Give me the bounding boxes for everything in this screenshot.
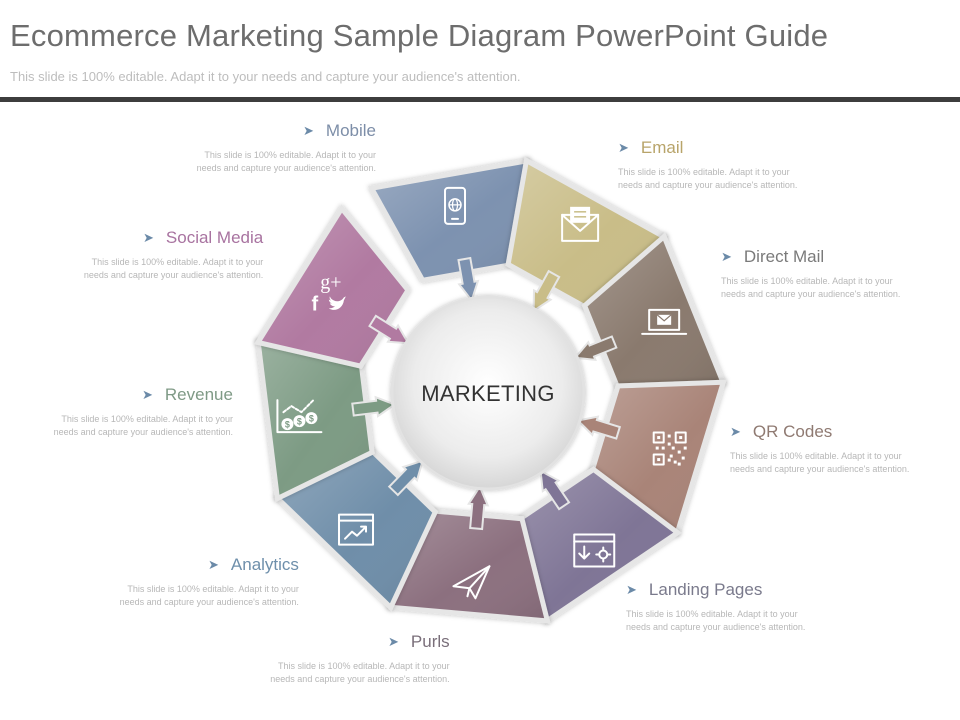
desc-line: This slide is 100% editable. Adapt it to… [721,276,893,286]
label-social-media-title: Social Media [165,228,264,247]
desc-line: needs and capture your audience's attent… [83,270,264,280]
money-bags-chart-icon: $ $ $ [276,399,323,434]
label-direct-mail-desc: This slide is 100% editable. Adapt it to… [721,275,900,301]
label-mobile-title: Mobile [325,121,376,140]
page-title: Ecommerce Marketing Sample Diagram Power… [10,18,829,53]
paper-plane-icon [452,565,491,600]
desc-line: This slide is 100% editable. Adapt it to… [127,584,299,594]
web-page-settings-icon [573,533,616,568]
chevron-right-icon: ➤ [208,557,219,572]
svg-text:$: $ [285,420,290,430]
label-analytics: ➤ Analytics This slide is 100% editable. … [120,555,299,609]
segment-arrow [368,314,411,345]
label-landing-pages-title: Landing Pages [648,580,763,599]
segment-social-media: g+f [253,204,412,369]
desc-line: needs and capture your audience's attent… [270,674,450,684]
chevron-right-icon: ➤ [721,249,732,264]
qr-code-icon [652,431,687,466]
svg-text:$: $ [309,414,314,424]
chevron-right-icon: ➤ [303,123,314,138]
desc-line: This slide is 100% editable. Adapt it to… [278,661,450,671]
desc-line: This slide is 100% editable. Adapt it to… [618,167,790,177]
svg-text:$: $ [297,417,302,427]
desc-line: This slide is 100% editable. Adapt it to… [204,150,376,160]
label-email-title: Email [640,138,684,157]
segment-sheen [587,240,720,387]
desc-line: This slide is 100% editable. Adapt it to… [91,257,264,267]
label-qr-codes-title: QR Codes [752,422,833,441]
desc-line: This slide is 100% editable. Adapt it to… [626,609,798,619]
chevron-right-icon: ➤ [142,387,153,402]
laptop-mail-icon [641,308,688,335]
smartphone-globe-icon [444,186,467,225]
label-analytics-title: Analytics [230,555,299,574]
label-analytics-desc: This slide is 100% editable. Adapt it to… [95,583,299,609]
envelope-letter-icon [561,206,600,242]
label-direct-mail: ➤ Direct Mail This slide is 100% editable… [721,247,900,301]
svg-text:g+: g+ [320,271,341,293]
segment-arrow [457,256,480,303]
label-qr-codes: ➤ QR Codes This slide is 100% editable. A… [730,422,909,476]
label-email: ➤ Email This slide is 100% editable. Adap… [618,138,797,192]
label-purls-title: Purls [410,632,450,651]
center-circle [390,295,586,491]
chevron-right-icon: ➤ [626,582,637,597]
segment-purls [386,484,551,624]
label-mobile-desc: This slide is 100% editable. Adapt it to… [171,149,376,175]
desc-line: This slide is 100% editable. Adapt it to… [730,451,902,461]
chevron-right-icon: ➤ [143,230,154,245]
growth-chart-window-icon [338,513,375,546]
label-purls: ➤ Purls This slide is 100% editable. Adap… [270,632,450,686]
chevron-right-icon: ➤ [730,424,741,439]
label-email-desc: This slide is 100% editable. Adapt it to… [618,166,797,192]
label-social-media: ➤ Social Media This slide is 100% editabl… [84,228,264,282]
label-social-media-desc: This slide is 100% editable. Adapt it to… [62,256,263,282]
segment-arrow [573,335,618,362]
chevron-right-icon: ➤ [388,634,399,649]
segment-arrow [539,469,571,511]
segment-arrow [387,459,425,497]
social-media-icon: g+f [312,271,346,315]
desc-line: This slide is 100% editable. Adapt it to… [61,414,233,424]
label-landing-pages-desc: This slide is 100% editable. Adapt it to… [626,608,805,634]
segments-layer: $ $ $ g+f [253,156,727,626]
svg-text:f: f [312,293,319,315]
segment-arrow [575,415,622,440]
label-mobile: ➤ Mobile This slide is 100% editable. Ada… [197,121,376,175]
label-revenue-desc: This slide is 100% editable. Adapt it to… [30,413,233,439]
label-revenue: ➤ Revenue This slide is 100% editable. Ad… [54,385,233,439]
center-label: MARKETING [421,381,555,406]
label-direct-mail-title: Direct Mail [743,247,825,266]
segment-arrow [532,269,561,313]
label-landing-pages: ➤ Landing Pages This slide is 100% editab… [626,580,805,634]
segment-sheen [393,513,545,619]
desc-line: needs and capture your audience's attent… [626,622,806,632]
label-purls-desc: This slide is 100% editable. Adapt it to… [244,660,450,686]
label-qr-codes-desc: This slide is 100% editable. Adapt it to… [730,450,909,476]
label-revenue-title: Revenue [164,385,233,404]
page-subtitle: This slide is 100% editable. Adapt it to… [10,69,521,84]
desc-line: needs and capture your audience's attent… [196,163,376,173]
segment-arrow [467,484,490,531]
segment-arrow [351,395,397,418]
desc-line: needs and capture your audience's attent… [618,180,798,190]
desc-line: needs and capture your audience's attent… [53,427,233,437]
desc-line: needs and capture your audience's attent… [730,464,910,474]
chevron-right-icon: ➤ [618,140,629,155]
segment-mobile [367,157,531,303]
header-divider [0,97,960,102]
segment-sheen [375,163,525,278]
desc-line: needs and capture your audience's attent… [119,597,299,607]
desc-line: needs and capture your audience's attent… [721,289,901,299]
segment-revenue: $ $ $ [255,338,397,503]
